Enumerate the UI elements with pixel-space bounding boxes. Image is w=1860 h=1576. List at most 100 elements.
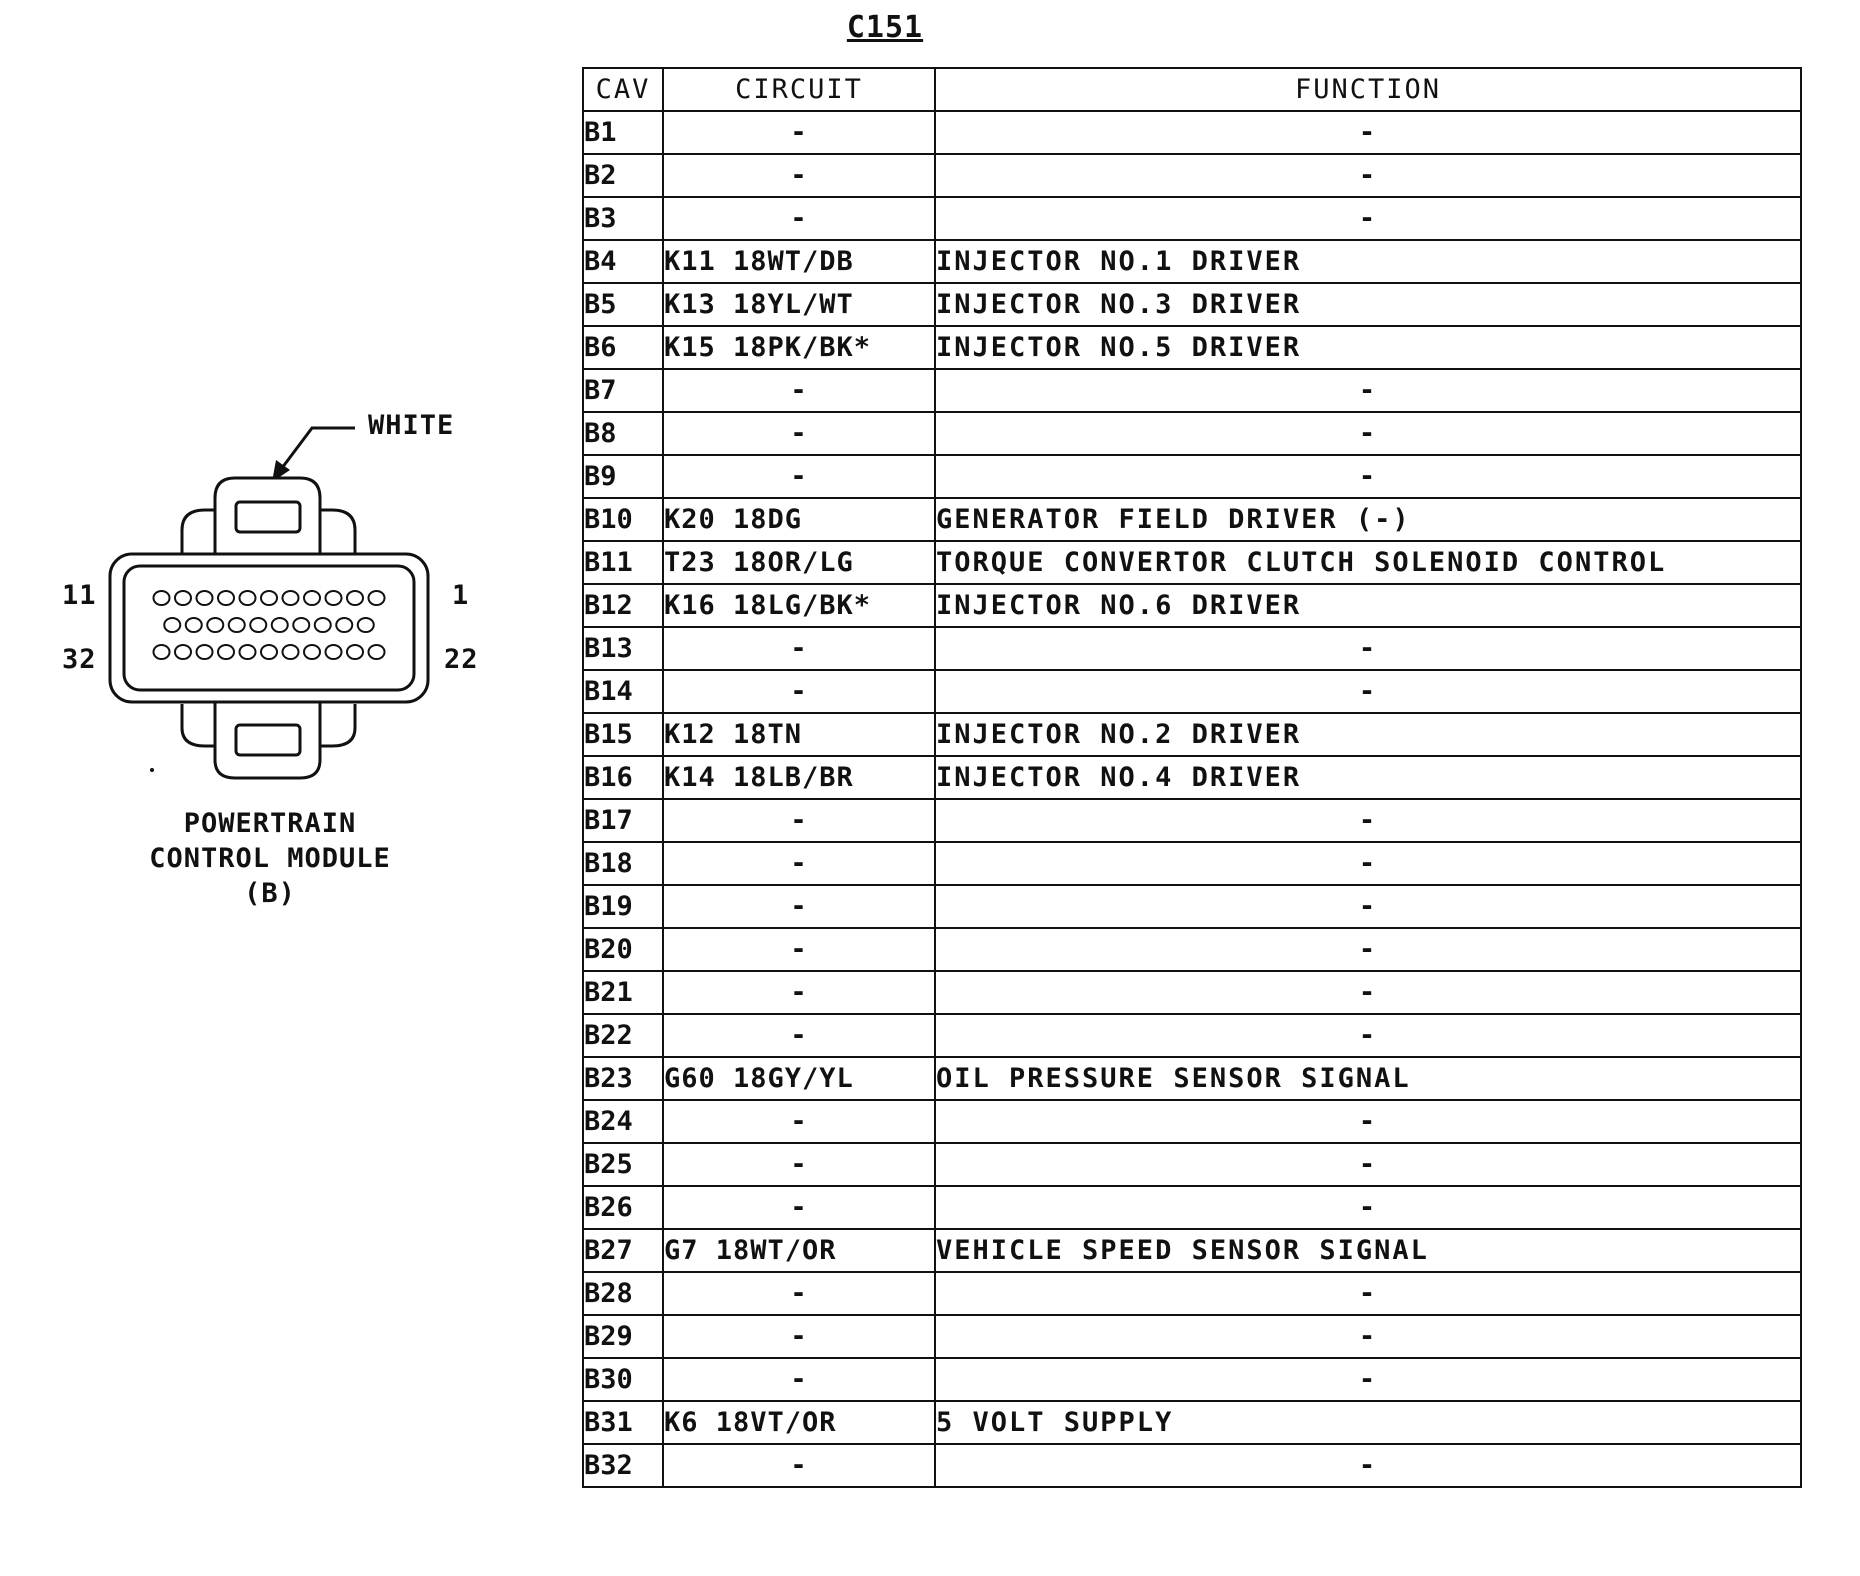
function-cell: - [934,798,1802,843]
pin-cavity [260,590,278,606]
cav-cell: B4 [582,239,664,284]
function-cell: - [934,1185,1802,1230]
circuit-cell: - [662,196,936,241]
function-cell: - [934,368,1802,413]
pin-cavity [174,644,192,660]
function-cell: TORQUE CONVERTOR CLUTCH SOLENOID CONTROL [934,540,1802,585]
circuit-cell: - [662,1013,936,1058]
table-row: B22-- [582,1013,1802,1058]
table-row: B19-- [582,884,1802,929]
function-cell: - [934,1271,1802,1316]
function-cell: INJECTOR NO.1 DRIVER [934,239,1802,284]
circuit-cell: - [662,454,936,499]
function-cell: - [934,153,1802,198]
cav-cell: B28 [582,1271,664,1316]
caption-line-1: POWERTRAIN [183,808,357,839]
cav-cell: B26 [582,1185,664,1230]
pin-cavity [163,617,182,633]
pin-label-bottom-right: 22 [444,644,479,675]
circuit-cell: K11 18WT/DB [662,239,936,284]
pin-cavity [174,590,192,606]
pin-cavity [281,644,300,660]
circuit-cell: T23 18OR/LG [662,540,936,585]
cav-cell: B24 [582,1099,664,1144]
table-row: B17-- [582,798,1802,843]
circuit-cell: - [662,1142,936,1187]
table-row: B26-- [582,1185,1802,1230]
bottom-latch [234,723,302,757]
function-cell: - [934,196,1802,241]
function-cell: - [934,626,1802,671]
cav-cell: B7 [582,368,664,413]
function-cell: INJECTOR NO.3 DRIVER [934,282,1802,327]
pin-cavity [227,617,246,633]
table-row: B29-- [582,1314,1802,1359]
table-row: B13-- [582,626,1802,671]
cav-cell: B19 [582,884,664,929]
function-cell: - [934,110,1802,155]
table-row: B3-- [582,196,1802,241]
pin-cavity [238,644,257,660]
cav-cell: B15 [582,712,664,757]
cav-cell: B20 [582,927,664,972]
function-cell: - [934,970,1802,1015]
cav-cell: B3 [582,196,664,241]
pin-cavity [303,644,321,660]
function-cell: INJECTOR NO.5 DRIVER [934,325,1802,370]
cav-cell: B12 [582,583,664,628]
cav-cell: B18 [582,841,664,886]
pin-cavity [335,617,354,633]
circuit-cell: - [662,1443,936,1488]
cav-cell: B16 [582,755,664,800]
circuit-cell: G7 18WT/OR [662,1228,936,1273]
connector-body-inner [122,564,416,692]
table-row: B24-- [582,1099,1802,1144]
table-row: B21-- [582,970,1802,1015]
cav-cell: B13 [582,626,664,671]
circuit-cell: K16 18LG/BK* [662,583,936,628]
pin-cavity [152,590,171,606]
cav-cell: B11 [582,540,664,585]
cav-cell: B9 [582,454,664,499]
pin-cavities [152,590,386,660]
function-cell: INJECTOR NO.2 DRIVER [934,712,1802,757]
circuit-cell: - [662,927,936,972]
cav-cell: B8 [582,411,664,456]
pin-label-bottom-left: 32 [62,644,97,675]
table-row: B32-- [582,1443,1802,1488]
circuit-cell: - [662,669,936,714]
cav-cell: B23 [582,1056,664,1101]
circuit-cell: K6 18VT/OR [662,1400,936,1445]
circuit-cell: - [662,884,936,929]
pin-cavity [249,617,268,633]
cav-cell: B31 [582,1400,664,1445]
function-cell: 5 VOLT SUPPLY [934,1400,1802,1445]
circuit-cell: - [662,1357,936,1402]
color-leader-line [280,426,355,469]
function-cell: GENERATOR FIELD DRIVER (-) [934,497,1802,542]
pin-cavity [195,644,214,660]
pin-cavity [152,644,171,660]
circuit-cell: - [662,970,936,1015]
function-cell: - [934,927,1802,972]
cav-cell: B1 [582,110,664,155]
pin-cavity [292,617,311,633]
cav-column-header: CAV [582,67,664,112]
circuit-cell: - [662,110,936,155]
cav-cell: B29 [582,1314,664,1359]
circuit-cell: G60 18GY/YL [662,1056,936,1101]
circuit-cell: K15 18PK/BK* [662,325,936,370]
caption-line-2: CONTROL MODULE [149,843,391,874]
circuit-cell: K13 18YL/WT [662,282,936,327]
pin-cavity [217,590,235,606]
pin-label-top-left: 11 [62,580,97,611]
cav-cell: B25 [582,1142,664,1187]
